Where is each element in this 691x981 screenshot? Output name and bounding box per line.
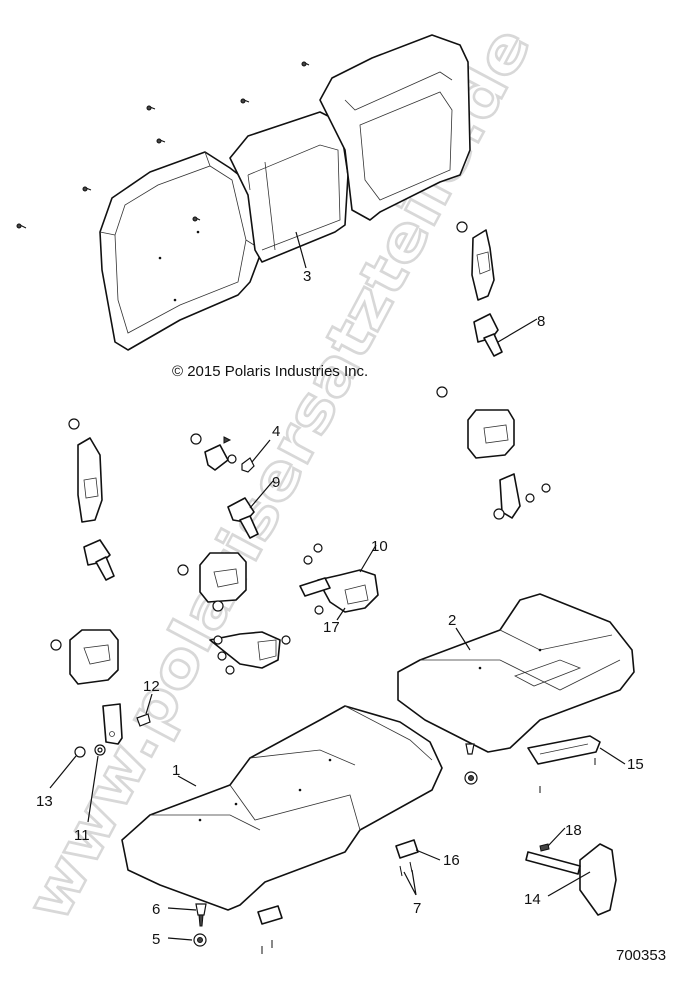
seatbelt-part-8[interactable] (456, 221, 503, 357)
screws-part-7[interactable] (399, 861, 413, 877)
retainer-part-18[interactable] (539, 843, 550, 852)
callout-4: 4 (272, 423, 280, 440)
callout-17: 17 (323, 619, 340, 636)
seat-back-part-3[interactable] (16, 34, 471, 351)
callout-2: 2 (448, 612, 456, 629)
seat-cushion-part-1[interactable] (121, 705, 443, 911)
callout-11: 11 (74, 827, 90, 844)
pin-part-6[interactable] (195, 903, 207, 927)
bracket-part-12[interactable] (102, 703, 151, 745)
clip-bottom[interactable] (257, 905, 283, 954)
seat-cushion-part-2[interactable] (397, 593, 635, 753)
callout-18: 18 (565, 822, 582, 839)
callout-15: 15 (627, 756, 644, 773)
callout-14: 14 (524, 891, 541, 908)
callouts: 3 8 4 9 10 17 2 12 13 11 1 15 16 7 18 14… (36, 268, 644, 948)
bracket-part-15[interactable] (527, 735, 601, 793)
callout-7: 7 (413, 900, 421, 917)
grommet-part-5[interactable] (193, 933, 207, 947)
callout-1: 1 (172, 762, 180, 779)
callout-16: 16 (443, 852, 460, 869)
clip-part-16[interactable] (395, 839, 419, 859)
callout-13: 13 (36, 793, 53, 810)
nut-part-13[interactable] (74, 746, 86, 758)
seatbelt-left[interactable] (68, 418, 115, 581)
callout-12: 12 (143, 678, 160, 695)
callout-3: 3 (303, 268, 311, 285)
callout-8: 8 (537, 313, 545, 330)
copyright-notice: © 2015 Polaris Industries Inc. (172, 363, 368, 380)
leader-lines (49, 231, 626, 941)
callout-5: 5 (152, 931, 160, 948)
buckle-assembly-part-10-17[interactable] (209, 543, 379, 675)
retractor-center[interactable] (177, 552, 247, 612)
guard-part-14[interactable] (525, 843, 617, 916)
anchor-part-4[interactable] (190, 433, 255, 473)
callout-6: 6 (152, 901, 160, 918)
retractor-right[interactable] (436, 386, 551, 520)
buckle-part-9[interactable] (227, 497, 259, 539)
peg-hardware (16, 61, 310, 229)
washer-part-11[interactable] (94, 744, 106, 756)
callout-10: 10 (371, 538, 388, 555)
retractor-left[interactable] (50, 629, 119, 685)
pin-center[interactable] (464, 743, 478, 785)
callout-9: 9 (272, 474, 280, 491)
drawing-number: 700353 (616, 947, 666, 964)
